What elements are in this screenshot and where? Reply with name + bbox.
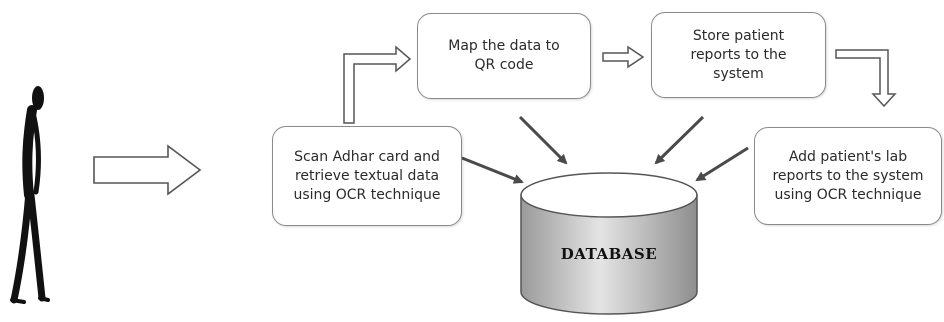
step-scan-label: Scan Adhar card and retrieve textual dat… — [293, 148, 441, 203]
hollow-arrow-person — [93, 144, 202, 196]
arrow-store-to-db — [654, 115, 705, 165]
database-cylinder-icon — [520, 172, 698, 315]
step-add-lab-reports: Add patient's lab reports to the system … — [754, 127, 942, 225]
step-store-label: Store patient reports to the system — [690, 27, 787, 82]
step-store-reports: Store patient reports to the system — [651, 12, 826, 98]
step-map-qr: Map the data to QR code — [417, 13, 591, 99]
hollow-arrow-scan-to-map — [343, 45, 412, 124]
arrow-map-to-db — [518, 115, 568, 165]
step-map-label: Map the data to QR code — [448, 38, 560, 73]
arrow-lab-to-db — [695, 146, 749, 182]
database-label: DATABASE — [560, 245, 658, 263]
hollow-arrow-map-to-store — [602, 45, 645, 69]
person-icon — [10, 86, 50, 304]
hollow-arrow-store-to-lab — [835, 49, 897, 108]
step-lab-label: Add patient's lab reports to the system … — [772, 148, 924, 203]
arrow-scan-to-db — [461, 156, 524, 184]
step-scan-adhar: Scan Adhar card and retrieve textual dat… — [272, 126, 462, 226]
